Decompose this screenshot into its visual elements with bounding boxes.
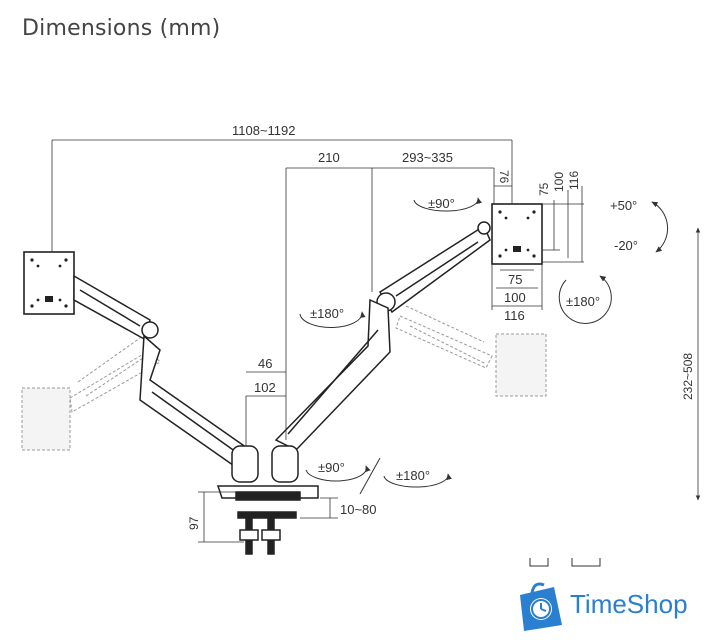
arm-offset-label: 210 (318, 150, 340, 165)
plate-w-116-label: 116 (504, 308, 525, 323)
vesa-w-100-label: 100 (504, 290, 526, 305)
ghost-positions (21, 305, 547, 451)
base-width-label: 102 (254, 380, 276, 395)
plate-h-116-label: 116 (567, 171, 581, 190)
brand-name: TimeShop (570, 589, 688, 619)
arm-extension-label: 293~335 (402, 150, 453, 165)
bracket-marks (529, 558, 601, 567)
mount-arms (73, 221, 491, 555)
total-width-label: 1108~1192 (232, 123, 296, 138)
angle-swivel-180-arm: ±180° (310, 306, 344, 321)
page-title: Dimensions (mm) (22, 16, 221, 41)
angle-tilt-down: -20° (614, 238, 638, 253)
pole-width-label: 46 (258, 356, 272, 371)
angle-base-90: ±90° (318, 460, 345, 475)
left-vesa-plate (23, 251, 75, 315)
desk-thickness-label: 10~80 (340, 502, 377, 517)
plate-depth-label: 76 (497, 170, 511, 184)
vesa-w-75-label: 75 (508, 272, 522, 287)
vesa-h-100-label: 100 (552, 172, 566, 192)
height-range-label: 232~508 (681, 353, 695, 400)
brand-logo: TimeShop (512, 575, 722, 635)
angle-base-180: ±180° (396, 468, 430, 483)
angle-tilt-up: +50° (610, 198, 637, 213)
angle-rotate-180-right: ±180° (566, 294, 600, 309)
angle-rotate-90-top: ±90° (428, 196, 455, 211)
dimension-lines (51, 139, 701, 543)
rotation-arcs (299, 197, 669, 495)
clamp-height-label: 97 (187, 516, 201, 530)
right-vesa-plate (491, 203, 543, 265)
vesa-h-75-label: 75 (537, 182, 551, 196)
clock-bag-icon (520, 582, 562, 631)
